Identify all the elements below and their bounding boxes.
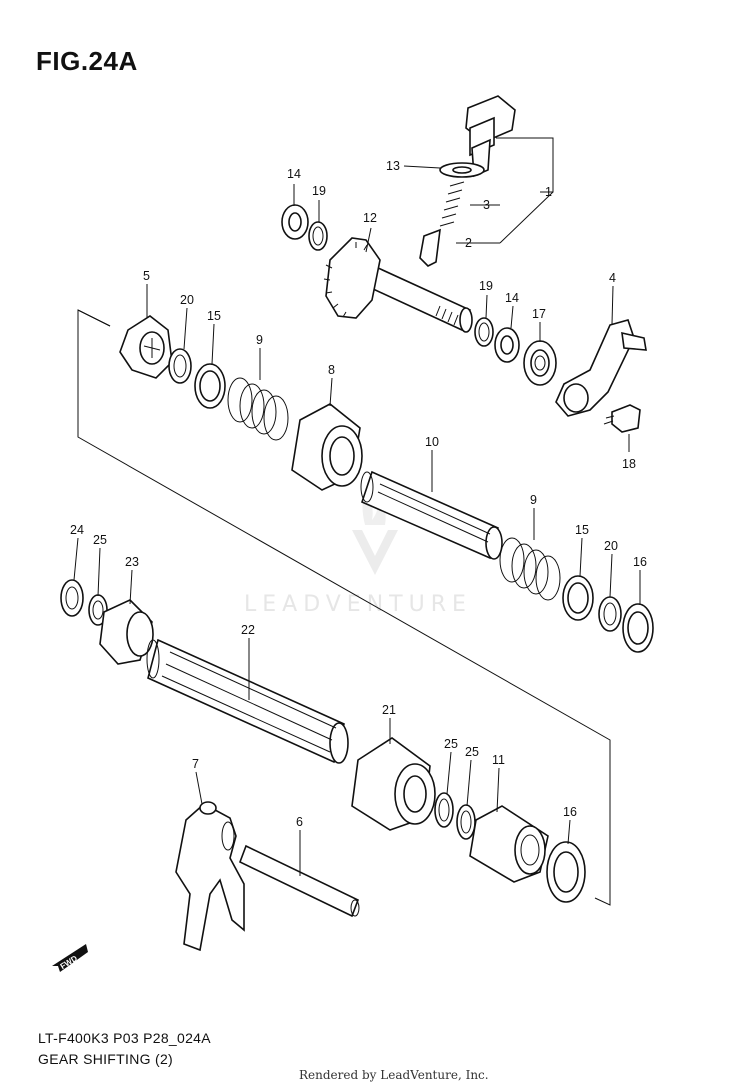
part-19-circlip-right bbox=[474, 317, 494, 347]
part-2-pin bbox=[419, 228, 441, 267]
callout-11: 11 bbox=[492, 753, 505, 767]
callout-16-lower: 16 bbox=[563, 805, 577, 819]
part-10-shaft bbox=[360, 470, 503, 560]
part-9-spring-upper bbox=[227, 377, 289, 441]
callout-3: 3 bbox=[483, 198, 490, 212]
part-14-washer-top bbox=[281, 204, 309, 240]
part-23-sleeve bbox=[99, 599, 154, 665]
callout-17: 17 bbox=[532, 307, 546, 321]
model-code: LT-F400K3 P03 P28_024A bbox=[38, 1030, 211, 1046]
callout-14-top: 14 bbox=[287, 167, 301, 181]
part-18-bolt bbox=[603, 404, 641, 433]
part-15-washer bbox=[194, 363, 226, 409]
callout-numbers: 1 2 3 4 5 6 7 8 9 9 10 11 12 13 14 14 15… bbox=[70, 159, 647, 829]
callout-25-left: 25 bbox=[93, 533, 107, 547]
callout-21: 21 bbox=[382, 703, 396, 717]
callout-20-upper: 20 bbox=[180, 293, 194, 307]
assembly-outline bbox=[77, 309, 611, 906]
callout-16-right: 16 bbox=[633, 555, 647, 569]
callout-18: 18 bbox=[622, 457, 636, 471]
part-16-washer-lower bbox=[546, 841, 586, 903]
callout-15-upper: 15 bbox=[207, 309, 221, 323]
callout-15-lower: 15 bbox=[575, 523, 589, 537]
fwd-direction-badge: FWD bbox=[52, 944, 88, 972]
callout-12: 12 bbox=[363, 211, 377, 225]
callout-14-right: 14 bbox=[505, 291, 519, 305]
part-16-washer-right bbox=[622, 603, 654, 653]
rendered-by-credit: Rendered by LeadVenture, Inc. bbox=[299, 1068, 489, 1082]
callout-10: 10 bbox=[425, 435, 439, 449]
part-22-shaft bbox=[146, 638, 349, 764]
part-7-shift-fork bbox=[175, 801, 245, 952]
part-20-circlip bbox=[168, 348, 192, 384]
part-14-washer-right bbox=[494, 327, 520, 363]
callout-9-upper: 9 bbox=[256, 333, 263, 347]
part-19-circlip-top bbox=[308, 221, 328, 251]
section-name: GEAR SHIFTING (2) bbox=[38, 1051, 173, 1067]
leader-lines bbox=[73, 137, 641, 876]
callout-19-top: 19 bbox=[312, 184, 326, 198]
part-11-bearing-sleeve bbox=[469, 805, 549, 883]
part-13-washer bbox=[439, 162, 485, 178]
part-3-spring bbox=[439, 181, 465, 227]
watermark-text: LEADVENTURE bbox=[244, 592, 472, 617]
callout-7: 7 bbox=[192, 757, 199, 771]
callout-4: 4 bbox=[609, 271, 616, 285]
part-9-spring-lower bbox=[499, 537, 561, 601]
part-25-circlip-mid bbox=[434, 792, 454, 828]
figure-title: FIG.24A bbox=[36, 46, 138, 76]
leadventure-watermark: LEADVENTURE bbox=[244, 492, 472, 617]
callout-25-mid: 25 bbox=[444, 737, 458, 751]
part-20-circlip-right bbox=[598, 596, 622, 632]
callout-8: 8 bbox=[328, 363, 335, 377]
callout-9-lower: 9 bbox=[530, 493, 537, 507]
callout-24: 24 bbox=[70, 523, 84, 537]
part-24-washer bbox=[60, 579, 84, 617]
callout-2: 2 bbox=[465, 236, 472, 250]
callout-1: 1 bbox=[545, 185, 552, 199]
part-15-washer-right bbox=[562, 575, 594, 621]
part-5-gear-cam bbox=[119, 315, 173, 379]
part-8-cam-drum bbox=[291, 403, 363, 491]
callout-23: 23 bbox=[125, 555, 139, 569]
part-6-fork-shaft bbox=[238, 844, 360, 918]
callout-25-mid2: 25 bbox=[465, 745, 479, 759]
part-21-drum bbox=[351, 737, 436, 831]
callout-5: 5 bbox=[143, 269, 150, 283]
part-17-bearing bbox=[523, 340, 557, 386]
part-12-gear-shift-shaft bbox=[323, 237, 473, 333]
callout-6: 6 bbox=[296, 815, 303, 829]
callout-13: 13 bbox=[386, 159, 400, 173]
callout-19-right: 19 bbox=[479, 279, 493, 293]
callout-22: 22 bbox=[241, 623, 255, 637]
part-1-bolt-assembly bbox=[419, 95, 516, 267]
part-25-circlip-mid2 bbox=[456, 804, 476, 840]
callout-20-lower: 20 bbox=[604, 539, 618, 553]
part-4-shift-arm bbox=[555, 319, 647, 417]
